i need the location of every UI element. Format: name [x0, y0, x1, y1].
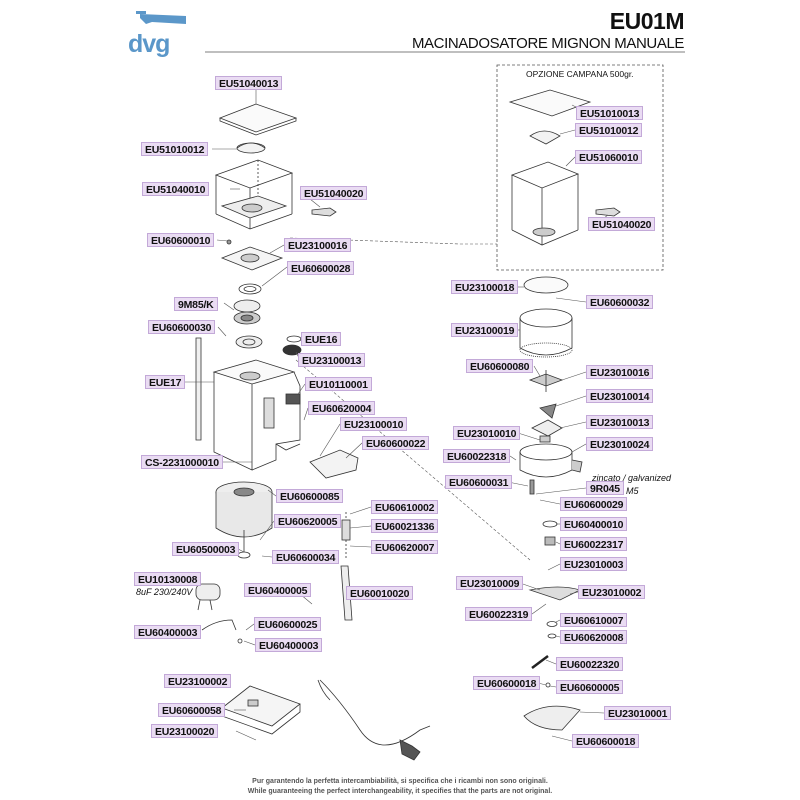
- part-label[interactable]: EU23100019: [451, 323, 519, 337]
- part-label[interactable]: EU23010001: [604, 706, 672, 720]
- part-label[interactable]: EU23010013: [586, 415, 654, 429]
- switch-drawing: [285, 393, 301, 405]
- hopper-drawing: [214, 159, 294, 230]
- part-label[interactable]: EU60600022: [362, 436, 430, 450]
- part-label[interactable]: EU60600028: [287, 261, 355, 275]
- part-label[interactable]: EU23100020: [151, 724, 219, 738]
- part-label[interactable]: EU51040013: [215, 76, 283, 90]
- part-label[interactable]: EU51010013: [576, 106, 644, 120]
- power-cord-drawing: [319, 679, 431, 746]
- part-label[interactable]: EU10130008: [134, 572, 202, 586]
- part-label[interactable]: EU60022318: [443, 449, 511, 463]
- part-label[interactable]: EU60600018: [473, 676, 541, 690]
- part-label[interactable]: CS-2231000010: [141, 455, 223, 469]
- part-label[interactable]: EU60021336: [371, 519, 439, 533]
- part-label[interactable]: EU10110001: [305, 377, 372, 391]
- part-label[interactable]: EU51010012: [141, 142, 209, 156]
- left-assembly-drawing: [195, 103, 431, 761]
- leader-lines: [182, 89, 609, 742]
- part-label[interactable]: EU60600032: [586, 295, 654, 309]
- part-label[interactable]: EU60610002: [371, 500, 439, 514]
- part-label[interactable]: EU60400003: [134, 625, 202, 639]
- thread-size-note: M5: [626, 486, 639, 496]
- part-label[interactable]: EU23010014: [586, 389, 654, 403]
- part-label[interactable]: EU23100018: [451, 280, 519, 294]
- motor-drawing: [215, 481, 273, 559]
- model-code: EU01M: [609, 8, 685, 34]
- part-label[interactable]: EU23010016: [586, 365, 654, 379]
- part-label[interactable]: EU51010012: [575, 123, 643, 137]
- part-label[interactable]: EU60600005: [556, 680, 624, 694]
- lid-knob-drawing: [236, 142, 266, 154]
- part-label[interactable]: EU60620004: [308, 401, 376, 415]
- part-label[interactable]: EU60620007: [371, 540, 439, 554]
- grinder-body-drawing: [212, 359, 301, 471]
- burr-set-drawing: [233, 299, 261, 313]
- part-label[interactable]: EU23010003: [560, 557, 628, 571]
- part-label[interactable]: EU23100013: [298, 353, 366, 367]
- gasket-ring-drawing: [238, 283, 262, 295]
- part-label[interactable]: 9M85/K: [174, 297, 218, 311]
- part-label[interactable]: EU60010020: [346, 586, 414, 600]
- part-label[interactable]: EU60600085: [276, 489, 344, 503]
- part-label[interactable]: EUE17: [145, 375, 186, 389]
- part-label[interactable]: EU60600025: [254, 617, 322, 631]
- part-label[interactable]: EU60620005: [274, 514, 342, 528]
- dosing-star-drawing: [528, 370, 564, 392]
- part-label[interactable]: EU51040020: [300, 186, 368, 200]
- part-label[interactable]: EU60600018: [572, 734, 640, 748]
- part-label[interactable]: EU23100010: [340, 417, 408, 431]
- dosing-chamber-drawing: [519, 308, 573, 358]
- side-strip-drawing: [195, 337, 202, 441]
- galvanized-note: zincato / galvanized: [592, 473, 672, 483]
- grinds-tray-drawing: [523, 705, 581, 731]
- part-label[interactable]: EU23010009: [456, 576, 524, 590]
- part-label[interactable]: EU51060010: [575, 150, 643, 164]
- part-label[interactable]: EUE16: [301, 332, 342, 346]
- option-box-frame: [496, 64, 664, 271]
- part-label[interactable]: EU60600058: [158, 703, 226, 717]
- part-label[interactable]: EU23010002: [578, 585, 646, 599]
- part-label[interactable]: EU60400003: [255, 638, 323, 652]
- part-label[interactable]: EU60022319: [465, 607, 533, 621]
- capacitor-spec-note: 8uF 230/240V: [136, 587, 193, 597]
- part-label[interactable]: 9R045: [586, 481, 624, 495]
- holder-fork-drawing: [309, 449, 359, 479]
- part-label[interactable]: EU60400005: [244, 583, 312, 597]
- dosing-body-drawing: [519, 443, 583, 478]
- part-label[interactable]: EU51040010: [142, 182, 210, 196]
- base-drawing: [221, 685, 301, 735]
- part-label[interactable]: EU60022317: [560, 537, 628, 551]
- right-assembly-drawing: [508, 89, 621, 731]
- part-label[interactable]: EU51040020: [588, 217, 656, 231]
- capacitor-drawing: [195, 583, 221, 611]
- part-label[interactable]: EU60600031: [445, 475, 513, 489]
- part-label[interactable]: EU23100016: [284, 238, 352, 252]
- part-label[interactable]: EU60400010: [560, 517, 628, 531]
- footer-disclaimer-en: While guaranteeing the perfect interchan…: [247, 788, 553, 795]
- part-label[interactable]: EU60500003: [172, 542, 240, 556]
- dvg-logo-icon: [136, 11, 186, 24]
- part-label[interactable]: EU60600010: [147, 233, 215, 247]
- part-label[interactable]: EU60022320: [556, 657, 624, 671]
- brand-wordmark: dvg: [128, 30, 170, 58]
- part-label[interactable]: EU23100002: [164, 674, 232, 688]
- part-label[interactable]: EU60620008: [560, 630, 628, 644]
- part-label[interactable]: EU60600080: [466, 359, 534, 373]
- part-label[interactable]: EU60610007: [560, 613, 628, 627]
- hopper-lid-drawing: [218, 103, 298, 133]
- part-label[interactable]: EU60600029: [560, 497, 628, 511]
- slide-plate-drawing: [311, 207, 337, 217]
- part-label[interactable]: EU23010024: [586, 437, 654, 451]
- part-label[interactable]: EU60600034: [272, 550, 340, 564]
- option-box-label: OPZIONE CAMPANA 500gr.: [526, 69, 634, 79]
- footer-disclaimer-it: Pur garantendo la perfetta intercambiabi…: [252, 778, 548, 785]
- page-title: MACINADOSATORE MIGNON MANUALE: [411, 35, 684, 52]
- part-label[interactable]: EU23010010: [453, 426, 521, 440]
- part-label[interactable]: EU60600030: [148, 320, 216, 334]
